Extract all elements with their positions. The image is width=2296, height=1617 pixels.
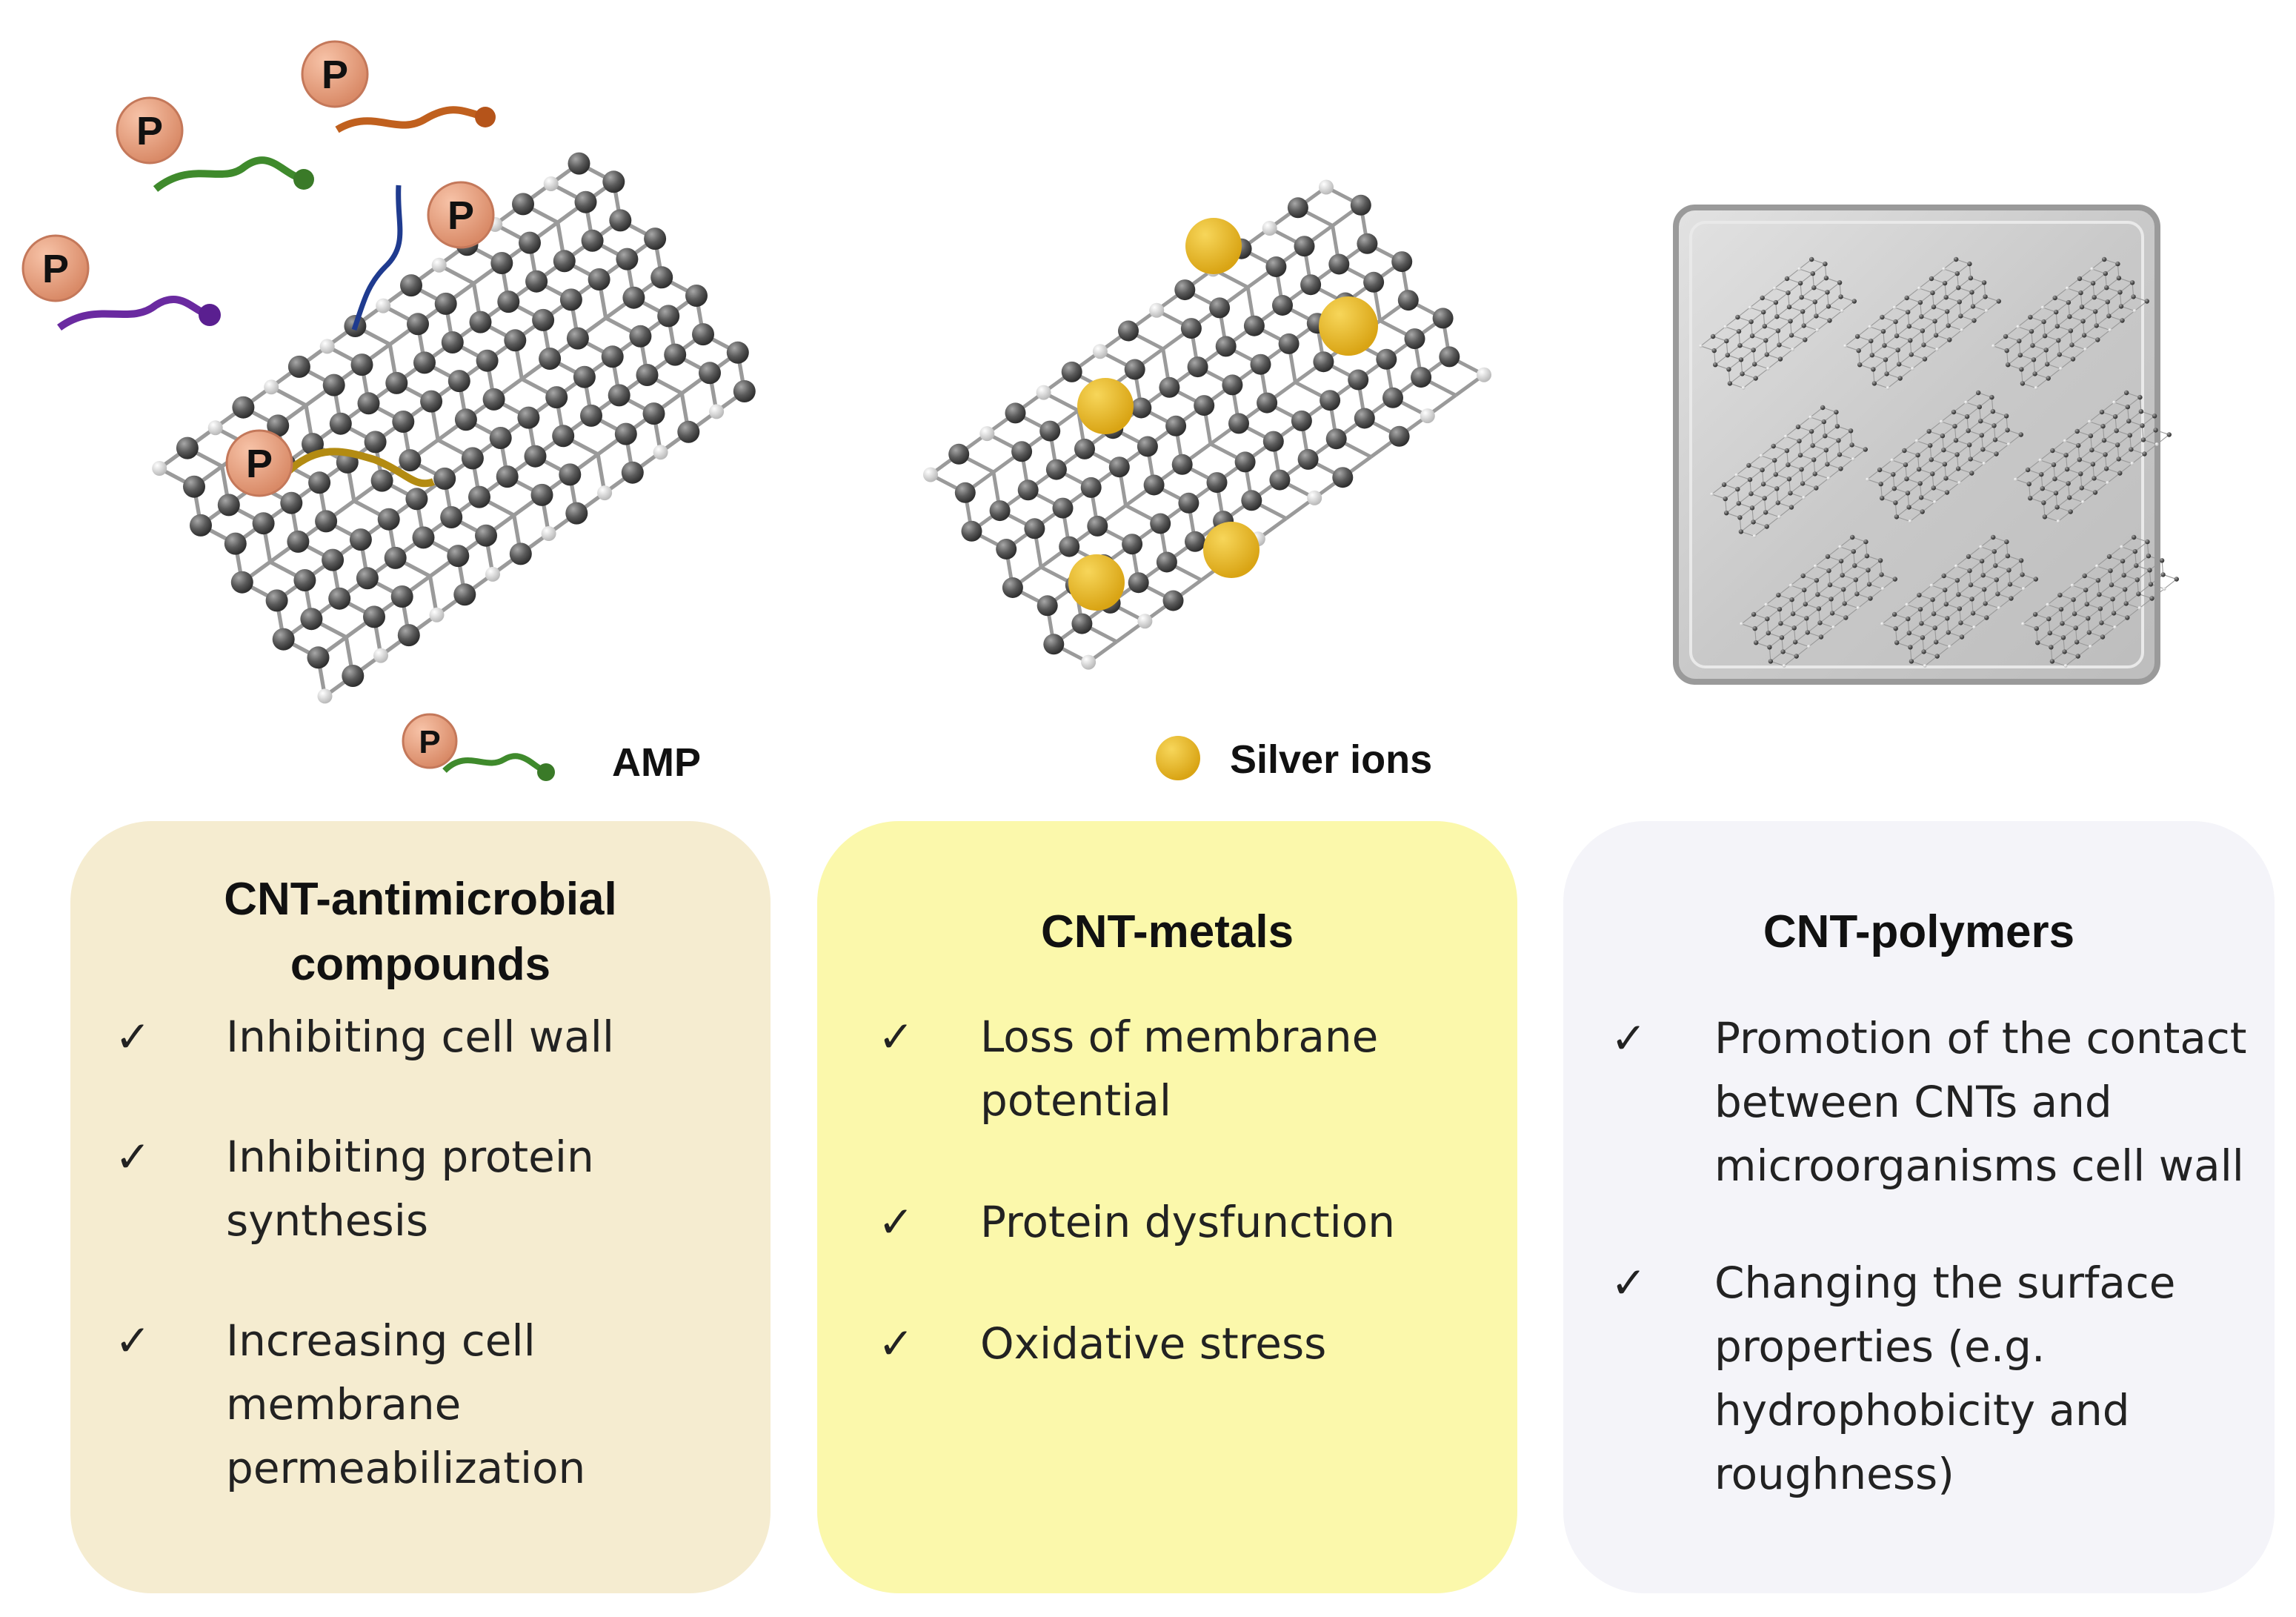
peptide-end-orange xyxy=(475,107,496,127)
list-item: ✓ Protein dysfunction xyxy=(878,1190,1500,1254)
legend-amp-icon: P xyxy=(402,713,555,781)
peptide-tail-purple xyxy=(57,296,211,331)
mechanism-list: ✓ Promotion of the contact between CNTs … xyxy=(1611,1006,2263,1506)
peptide-head-green xyxy=(116,96,184,165)
list-item-text: Changing the surface properties (e.g. hy… xyxy=(1714,1258,2176,1499)
peptide-letter: P xyxy=(447,193,474,238)
silver-ion xyxy=(1185,218,1242,274)
list-item: ✓ Increasing cell membrane permeabilizat… xyxy=(115,1309,752,1500)
peptide-tail-orange xyxy=(335,106,487,133)
list-item: ✓ Inhibiting cell wall xyxy=(115,1005,752,1069)
peptide-letter: P xyxy=(246,442,273,486)
panel-title: CNT-antimicrobial compounds xyxy=(224,874,617,990)
silver-ion xyxy=(1077,378,1134,434)
list-item-text: Increasing cell membrane permeabilizatio… xyxy=(226,1315,586,1493)
list-item-text: Protein dysfunction xyxy=(980,1197,1396,1247)
peptide-tail-green xyxy=(153,156,305,192)
peptide-head-purple xyxy=(21,234,90,302)
silver-ion xyxy=(1319,296,1378,356)
list-item-text: Inhibiting protein synthesis xyxy=(226,1132,594,1246)
check-icon: ✓ xyxy=(1611,1013,1647,1063)
check-icon: ✓ xyxy=(115,1012,151,1062)
peptide-tail-blue xyxy=(351,185,403,331)
check-icon: ✓ xyxy=(878,1012,914,1062)
silver-ion xyxy=(1203,522,1260,578)
legend-silver-icon xyxy=(1156,736,1200,780)
peptide-head-orange xyxy=(301,40,369,108)
legend-silver-label: Silver ions xyxy=(1230,737,1433,782)
list-item-text: Inhibiting cell wall xyxy=(226,1012,614,1062)
legend-amp-label: AMP xyxy=(612,740,701,785)
panel-cnt-metals: CNT-metals ✓ Loss of membrane potential … xyxy=(817,821,1517,1593)
peptide-letter: P xyxy=(42,247,69,291)
list-item: ✓ Oxidative stress xyxy=(878,1312,1500,1375)
silver-ion xyxy=(1068,554,1125,611)
embedded-nanotubes xyxy=(1699,256,2179,668)
list-item: ✓ Inhibiting protein synthesis xyxy=(115,1125,752,1252)
peptide-letter: P xyxy=(419,724,440,760)
peptide-head-gold xyxy=(225,429,293,497)
peptide-end-green xyxy=(293,169,314,190)
peptide-head-blue xyxy=(427,181,495,249)
peptide-end-purple xyxy=(199,304,221,326)
list-item: ✓ Promotion of the contact between CNTs … xyxy=(1611,1006,2263,1198)
list-item-text: Oxidative stress xyxy=(980,1318,1327,1369)
peptide-tail-gold xyxy=(282,448,435,488)
list-item-text: Promotion of the contact between CNTs an… xyxy=(1714,1013,2247,1191)
check-icon: ✓ xyxy=(115,1132,151,1182)
list-item: ✓ Loss of membrane potential xyxy=(878,1005,1500,1132)
panel-cnt-polymers: CNT-polymers ✓ Promotion of the contact … xyxy=(1563,821,2275,1593)
panel-title: CNT-polymers xyxy=(1763,906,2075,957)
panel-title: CNT-metals xyxy=(1040,906,1294,957)
check-icon: ✓ xyxy=(878,1318,914,1369)
panel-cnt-antimicrobial: CNT-antimicrobial compounds ✓ Inhibiting… xyxy=(70,821,771,1593)
peptide-chains: P P P P P xyxy=(21,40,496,497)
peptide-letter: P xyxy=(136,109,163,153)
illustrations: P P P P P P xyxy=(21,40,2179,781)
silver-ions xyxy=(1068,218,1378,611)
check-icon: ✓ xyxy=(115,1315,151,1366)
mechanism-list: ✓ Inhibiting cell wall ✓ Inhibiting prot… xyxy=(115,1005,752,1500)
peptide-letter: P xyxy=(322,53,348,97)
list-item-text: Loss of membrane potential xyxy=(980,1012,1379,1126)
list-item: ✓ Changing the surface properties (e.g. … xyxy=(1611,1251,2263,1506)
mechanism-list: ✓ Loss of membrane potential ✓ Protein d… xyxy=(878,1005,1500,1375)
check-icon: ✓ xyxy=(878,1197,914,1247)
polymer-matrix xyxy=(1673,205,2179,685)
check-icon: ✓ xyxy=(1611,1258,1647,1308)
